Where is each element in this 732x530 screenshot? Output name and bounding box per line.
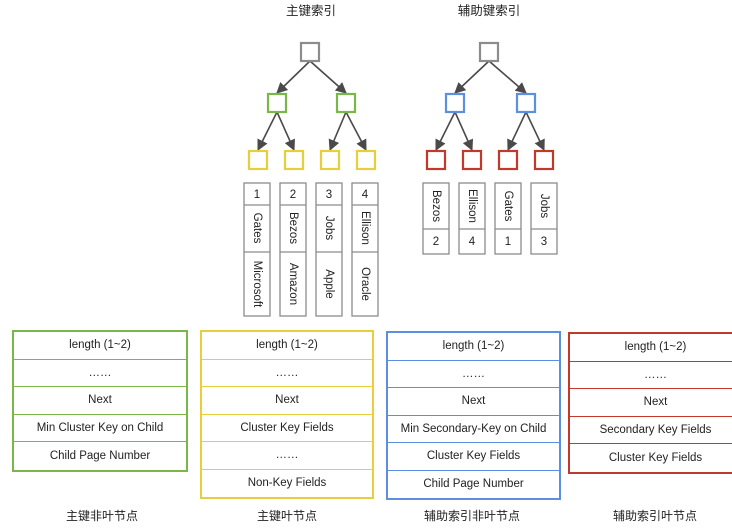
record-name: Jobs xyxy=(323,216,335,241)
field-row: …… xyxy=(202,360,372,387)
primary-leaf-caption: 主键叶节点 xyxy=(256,509,317,523)
field-row: Next xyxy=(14,387,186,415)
record-id: 1 xyxy=(505,236,511,248)
record-id: 3 xyxy=(326,189,332,201)
field-row: Next xyxy=(570,389,732,417)
field-row: length (1~2) xyxy=(570,334,732,362)
record-key: Ellison xyxy=(466,189,478,223)
record-company: Microsoft xyxy=(251,261,263,308)
field-row: …… xyxy=(570,362,732,389)
primary-inner-node xyxy=(335,92,357,114)
primary-leaf-node xyxy=(355,149,377,171)
field-row: length (1~2) xyxy=(202,332,372,360)
secondary-leaf-node xyxy=(497,149,519,171)
field-row: Secondary Key Fields xyxy=(570,417,732,444)
field-row: Cluster Key Fields xyxy=(202,415,372,442)
record-company: Apple xyxy=(323,269,335,298)
tree-arrow xyxy=(488,60,527,94)
tree-arrow xyxy=(435,111,456,152)
record-id: 4 xyxy=(469,236,476,248)
record-id: 2 xyxy=(290,189,296,201)
record-name: Ellison xyxy=(359,211,371,245)
record-id: 2 xyxy=(433,236,439,248)
primary-index-title: 主键索引 xyxy=(285,3,336,18)
secondary-record xyxy=(494,182,522,255)
primary-root-node xyxy=(299,41,321,63)
tree-arrow xyxy=(454,111,473,152)
field-row: Cluster Key Fields xyxy=(608,451,703,464)
record-id: 3 xyxy=(541,236,547,248)
tree-arrow xyxy=(454,60,490,94)
field-row: length (1~2) xyxy=(388,333,559,361)
secondary-leaf-node xyxy=(425,149,447,171)
primary-inner-node xyxy=(266,92,288,114)
record-name: Bezos xyxy=(287,212,299,244)
record-key: Gates xyxy=(502,191,514,222)
record-key: Bezos xyxy=(430,190,442,222)
record-id: 1 xyxy=(254,189,260,201)
field-row: …… xyxy=(14,360,186,387)
secondary-record xyxy=(530,182,558,255)
field-row: Child Page Number xyxy=(49,449,151,462)
tree-arrow xyxy=(328,111,347,152)
tree-arrow xyxy=(345,111,367,151)
primary-nonleaf-caption: 主键非叶节点 xyxy=(65,509,138,523)
field-row: Child Page Number xyxy=(423,478,524,491)
field-row: Min Secondary-Key on Child xyxy=(388,416,559,443)
field-row: Cluster Key Fields xyxy=(388,443,559,471)
secondary-inner-node xyxy=(515,92,537,114)
primary-leaf-node xyxy=(319,149,341,171)
primary-leaf-node xyxy=(283,149,305,171)
field-row: …… xyxy=(388,361,559,388)
tree-arrow xyxy=(525,111,545,152)
secondary-inner-node xyxy=(444,92,466,114)
field-row: …… xyxy=(202,442,372,470)
secondary-nonleaf-caption: 辅助索引非叶节点 xyxy=(423,509,520,523)
tree-arrow xyxy=(276,60,311,94)
secondary-leaf-caption: 辅助索引叶节点 xyxy=(612,509,697,523)
secondary-leaf-node xyxy=(461,149,483,171)
field-row: Next xyxy=(388,388,559,416)
tree-arrow xyxy=(257,111,278,152)
primary-leaf-node xyxy=(247,149,269,171)
field-row: Min Cluster Key on Child xyxy=(14,415,186,442)
secondary-root-node xyxy=(478,41,500,63)
record-key: Jobs xyxy=(538,194,550,219)
secondary-record xyxy=(422,182,450,255)
tree-arrow xyxy=(276,111,295,152)
index-trees: 1GatesMicrosoft2BezosAmazon3JobsApple4El… xyxy=(243,41,558,317)
record-company: Oracle xyxy=(359,267,371,301)
field-row: Non-Key Fields xyxy=(247,477,327,490)
record-id: 4 xyxy=(362,189,369,201)
tree-arrow xyxy=(507,111,527,152)
record-company: Amazon xyxy=(287,263,299,305)
secondary-leaf-node xyxy=(533,149,555,171)
field-row: Next xyxy=(202,387,372,415)
tree-arrow xyxy=(309,60,347,94)
field-row: length (1~2) xyxy=(14,332,186,360)
secondary-index-title: 辅助键索引 xyxy=(457,3,521,18)
record-name: Gates xyxy=(251,213,263,244)
secondary-record xyxy=(458,182,486,255)
